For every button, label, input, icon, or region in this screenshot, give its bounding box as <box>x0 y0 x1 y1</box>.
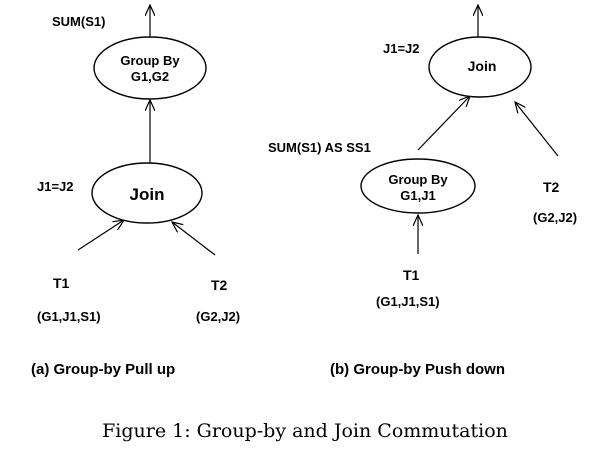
left-join-condition: J1=J2 <box>37 179 74 194</box>
right-table-t2-name: T2 <box>543 179 560 195</box>
right-groupby-node <box>360 158 476 214</box>
right-join-condition: J1=J2 <box>383 41 420 56</box>
left-groupby-title: Group By <box>120 53 180 68</box>
left-groupby-node <box>93 36 207 100</box>
right-table-t1-name: T1 <box>403 267 420 283</box>
right-subcaption: (b) Group-by Push down <box>330 361 505 378</box>
right-plan: J1=J2 Join SUM(S1) AS SS1 Group By G1,J1… <box>268 5 577 378</box>
right-groupby-to-join-edge <box>417 96 470 151</box>
left-groupby-keys: G1,G2 <box>131 69 169 84</box>
right-groupby-keys: G1,J1 <box>400 188 435 203</box>
left-t1-to-join-edge <box>77 220 124 251</box>
right-t2-to-join-edge <box>515 102 559 157</box>
right-join-node <box>428 36 532 98</box>
right-aggregate-label: SUM(S1) AS SS1 <box>268 140 371 155</box>
left-table-t2-attrs: (G2,J2) <box>196 309 240 324</box>
right-join-label: Join <box>468 58 497 74</box>
left-join-node <box>91 162 203 224</box>
left-t2-to-join-edge <box>172 222 216 256</box>
left-table-t1-attrs: (G1,J1,S1) <box>37 309 101 324</box>
left-join-label: Join <box>130 185 165 204</box>
right-table-t1-attrs: (G1,J1,S1) <box>376 294 440 309</box>
left-sum-label: SUM(S1) <box>52 14 105 29</box>
right-groupby-title: Group By <box>388 172 448 187</box>
right-table-t2-attrs: (G2,J2) <box>533 210 577 225</box>
left-subcaption: (a) Group-by Pull up <box>31 361 175 378</box>
figure-caption: Figure 1: Group-by and Join Commutation <box>102 420 508 442</box>
left-plan: SUM(S1) Group By G1,G2 J1=J2 Join T1 (G1… <box>31 5 240 378</box>
left-table-t2-name: T2 <box>211 277 228 293</box>
left-table-t1-name: T1 <box>53 275 70 291</box>
